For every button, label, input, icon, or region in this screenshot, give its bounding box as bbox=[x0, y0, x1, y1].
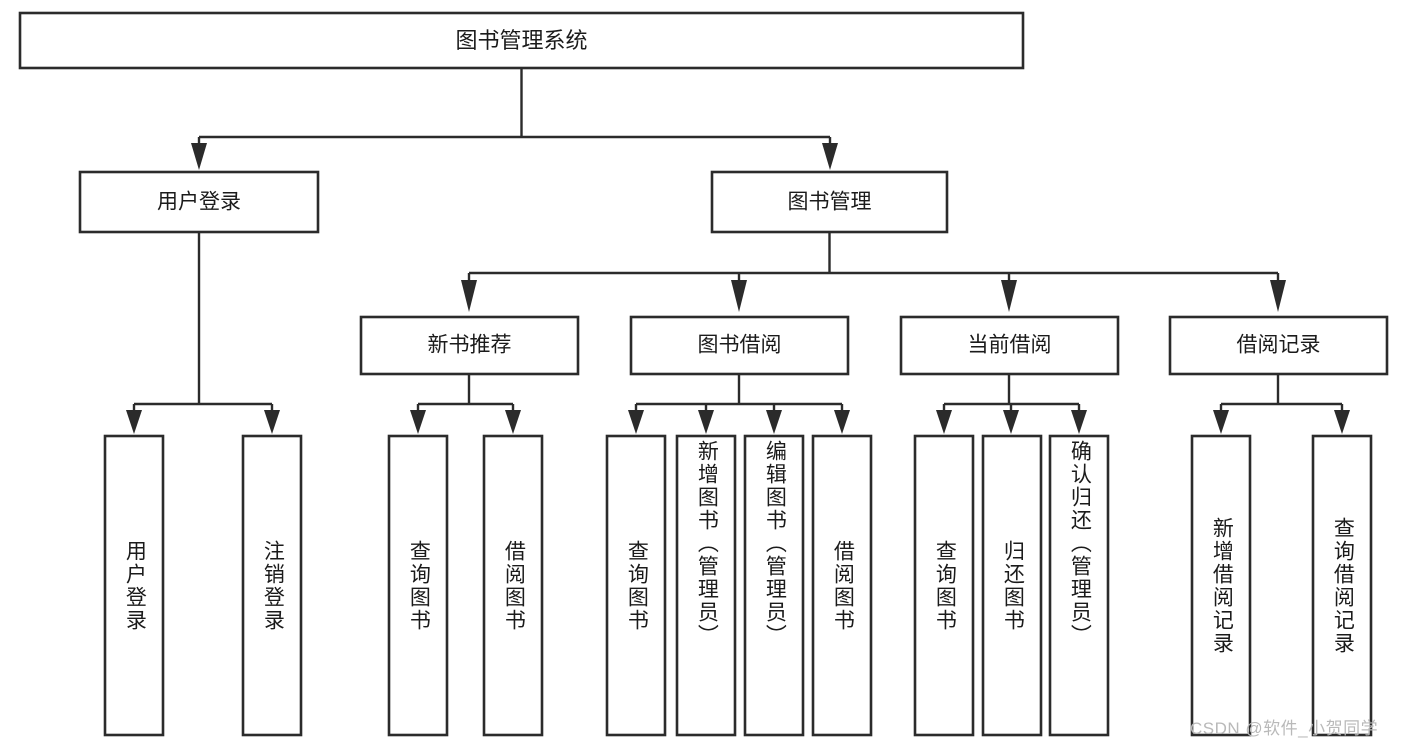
leaf-confirm-return-text: 确认归还（管理员） bbox=[1068, 440, 1092, 647]
leaf-query-book-rec-label: 查询图书 bbox=[390, 439, 446, 732]
leaf-box-group bbox=[103, 434, 1373, 737]
leaf-borrow-book-bor-label: 借阅图书 bbox=[814, 439, 870, 732]
leaf-borrow-book-rec-label: 借阅图书 bbox=[485, 439, 541, 732]
arrow-head-leaf-add-book bbox=[698, 410, 714, 434]
node-user-login-label: 用户登录 bbox=[157, 191, 241, 214]
leaf-query-record-text: 查询借阅记录 bbox=[1331, 516, 1355, 655]
leaf-borrow-book-rec-text: 借阅图书 bbox=[502, 539, 526, 632]
leaf-add-book-box[interactable] bbox=[675, 434, 737, 737]
leaf-edit-book-text: 编辑图书（管理员） bbox=[763, 440, 787, 647]
node-root[interactable]: 图书管理系统 bbox=[18, 11, 1025, 70]
connector-group-book-manage bbox=[461, 232, 1286, 312]
leaf-edit-book-box[interactable] bbox=[743, 434, 805, 737]
arrow-head-bookborrow bbox=[731, 280, 747, 312]
leaf-logout-text: 注销登录 bbox=[261, 539, 285, 632]
leaf-query-book-rec-box[interactable] bbox=[387, 434, 449, 737]
arrow-head-leaf-return-book bbox=[1003, 410, 1019, 434]
leaf-query-book-cur-text: 查询图书 bbox=[933, 539, 957, 632]
connector-group-borrow-record bbox=[1213, 374, 1350, 434]
leaf-add-record-text: 新增借阅记录 bbox=[1210, 516, 1234, 655]
node-root-label: 图书管理系统 bbox=[455, 28, 587, 53]
node-current-borrow-box[interactable] bbox=[899, 315, 1120, 376]
node-new-book-rec-label: 新书推荐 bbox=[428, 334, 512, 357]
leaf-edit-book-label: 编辑图书（管理员） bbox=[746, 440, 802, 733]
leaf-query-record-box[interactable] bbox=[1311, 434, 1373, 737]
leaf-borrow-book-bor-text: 借阅图书 bbox=[831, 539, 855, 632]
arrow-head-user-login bbox=[191, 143, 207, 170]
leaf-query-book-bor-text: 查询图书 bbox=[625, 539, 649, 632]
leaf-query-book-cur-label: 查询图书 bbox=[916, 439, 972, 732]
arrow-head-leaf-borrow-book-rec bbox=[505, 410, 521, 434]
arrow-head-leaf-confirm-return bbox=[1071, 410, 1087, 434]
leaf-query-book-cur-box[interactable] bbox=[913, 434, 975, 737]
arrow-head-leaf-query-book-bor bbox=[628, 410, 644, 434]
connector-group-root bbox=[191, 68, 838, 170]
leaf-borrow-book-bor-box[interactable] bbox=[811, 434, 873, 737]
node-borrow-record-box[interactable] bbox=[1168, 315, 1389, 376]
leaf-add-book-text: 新增图书（管理员） bbox=[695, 440, 719, 647]
connector-group-book-borrow bbox=[628, 374, 850, 434]
node-user-login-box[interactable] bbox=[78, 170, 320, 234]
leaf-user-login-text: 用户登录 bbox=[123, 539, 147, 632]
leaf-query-book-bor-box[interactable] bbox=[605, 434, 667, 737]
leaf-add-record-label: 新增借阅记录 bbox=[1193, 439, 1249, 732]
leaf-return-book-label: 归还图书 bbox=[984, 439, 1040, 732]
leaf-confirm-return-box[interactable] bbox=[1048, 434, 1110, 737]
node-book-borrow[interactable]: 图书借阅 bbox=[629, 315, 850, 376]
arrow-head-leaf-add-record bbox=[1213, 410, 1229, 434]
arrow-head-borrowrecord bbox=[1270, 280, 1286, 312]
node-borrow-record[interactable]: 借阅记录 bbox=[1168, 315, 1389, 376]
leaf-borrow-book-rec-box[interactable] bbox=[482, 434, 544, 737]
leaf-return-book-box[interactable] bbox=[981, 434, 1043, 737]
arrow-head-leaf-user-login bbox=[126, 410, 142, 434]
leaf-return-book-text: 归还图书 bbox=[1001, 539, 1025, 632]
node-new-book-rec-box[interactable] bbox=[359, 315, 580, 376]
node-current-borrow[interactable]: 当前借阅 bbox=[899, 315, 1120, 376]
arrow-head-currentborrow bbox=[1001, 280, 1017, 312]
watermark-text: CSDN @软件_小贺同学 bbox=[1190, 719, 1379, 738]
leaf-query-book-bor-label: 查询图书 bbox=[608, 439, 664, 732]
node-book-manage[interactable]: 图书管理 bbox=[710, 170, 949, 234]
arrow-head-leaf-edit-book bbox=[766, 410, 782, 434]
arrow-head-newbook bbox=[461, 280, 477, 312]
leaf-user-login-label: 用户登录 bbox=[106, 439, 162, 732]
node-book-borrow-label: 图书借阅 bbox=[698, 334, 782, 357]
arrow-head-leaf-query-record bbox=[1334, 410, 1350, 434]
arrow-head-leaf-borrow-book-bor bbox=[834, 410, 850, 434]
leaf-logout-label: 注销登录 bbox=[244, 439, 300, 732]
node-user-login[interactable]: 用户登录 bbox=[78, 170, 320, 234]
leaf-add-record-box[interactable] bbox=[1190, 434, 1252, 737]
node-new-book-rec[interactable]: 新书推荐 bbox=[359, 315, 580, 376]
node-current-borrow-label: 当前借阅 bbox=[968, 334, 1052, 357]
connector-group-new-book-rec bbox=[410, 374, 521, 434]
arrow-head-book-manage bbox=[822, 143, 838, 170]
arrow-head-leaf-query-book-cur bbox=[936, 410, 952, 434]
connector-group-user-login bbox=[126, 232, 280, 434]
node-book-manage-label: 图书管理 bbox=[788, 191, 872, 214]
leaf-confirm-return-label: 确认归还（管理员） bbox=[1051, 440, 1107, 733]
arrow-head-leaf-logout bbox=[264, 410, 280, 434]
arrow-head-leaf-query-book-rec bbox=[410, 410, 426, 434]
leaf-user-login-box[interactable] bbox=[103, 434, 165, 737]
node-root-box[interactable] bbox=[18, 11, 1025, 70]
leaf-query-record-label: 查询借阅记录 bbox=[1314, 439, 1370, 732]
node-book-manage-box[interactable] bbox=[710, 170, 949, 234]
leaf-logout-box[interactable] bbox=[241, 434, 303, 737]
node-borrow-record-label: 借阅记录 bbox=[1237, 334, 1321, 357]
connector-group-current-borrow bbox=[936, 374, 1087, 434]
leaf-query-book-rec-text: 查询图书 bbox=[407, 539, 431, 632]
node-book-borrow-box[interactable] bbox=[629, 315, 850, 376]
leaf-add-book-label: 新增图书（管理员） bbox=[678, 440, 734, 733]
